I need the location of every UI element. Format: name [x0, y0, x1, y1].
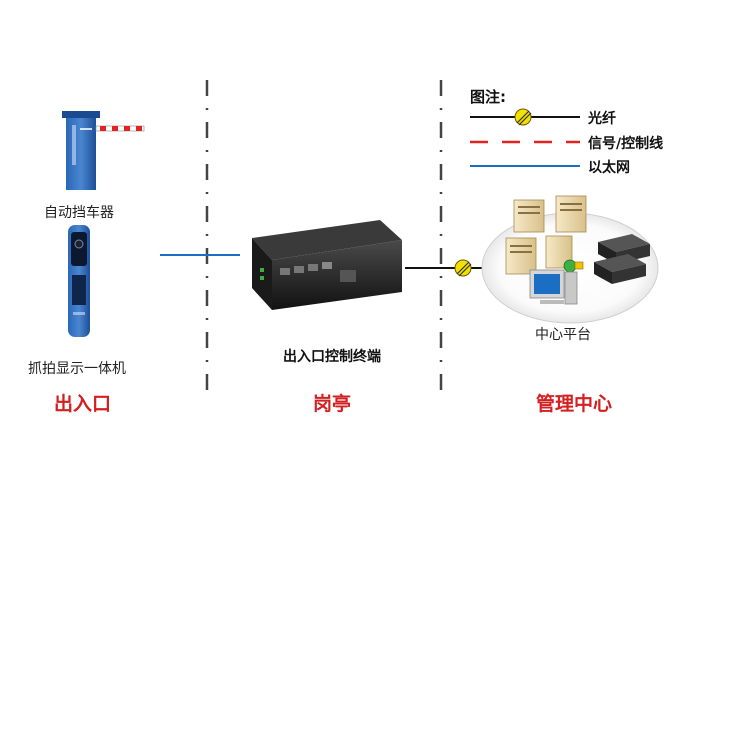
- platform-label: 中心平台: [535, 327, 591, 343]
- fiber-splice-icon: [514, 108, 532, 126]
- camera-label: 抓拍显示一体机: [28, 361, 126, 377]
- controller-box-icon: [252, 220, 402, 310]
- controller-label: 出入口控制终端: [283, 349, 381, 365]
- server-icon: [545, 235, 584, 273]
- storage-icon: [594, 234, 650, 284]
- server-icon: [505, 237, 537, 275]
- capture-display-icon: [68, 225, 90, 337]
- legend-title: 图注:: [470, 88, 506, 106]
- server-icon: [513, 199, 545, 233]
- barrier-label: 自动挡车器: [44, 205, 114, 221]
- zone-label-booth: 岗亭: [313, 393, 352, 415]
- barrier-gate-icon: [62, 111, 145, 190]
- legend-item-signal: 信号/控制线: [588, 136, 664, 152]
- fiber-splice-icon: [454, 259, 472, 277]
- zone-label-management: 管理中心: [536, 393, 613, 415]
- workstation-icon: [529, 269, 578, 305]
- legend: [470, 108, 580, 167]
- legend-item-fiber: 光纤: [588, 111, 616, 127]
- legend-item-ethernet: 以太网: [588, 160, 630, 176]
- server-icon: [555, 195, 587, 233]
- zone-label-entrance: 出入口: [54, 393, 112, 415]
